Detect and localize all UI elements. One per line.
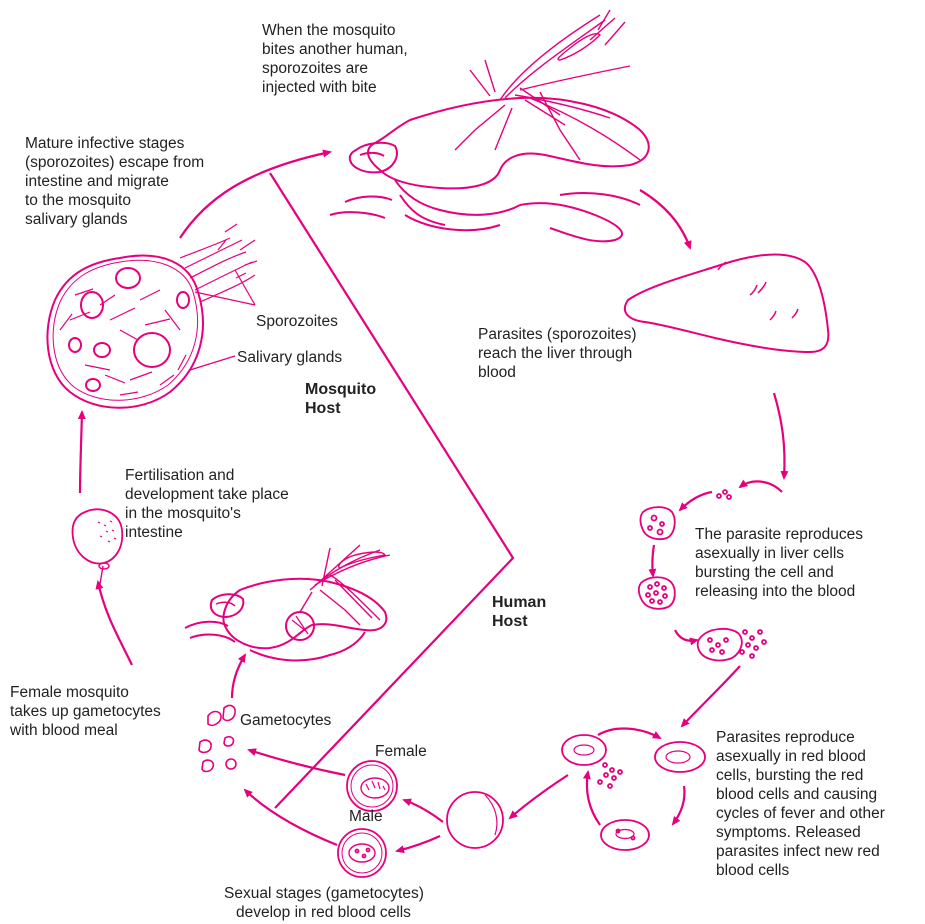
caption-line: bursting the cell and xyxy=(695,563,863,582)
arrow-female-to-gametocytes xyxy=(249,750,345,775)
arrow-female-mosquito-up xyxy=(98,582,132,665)
liver-illustration xyxy=(625,255,828,353)
caption-female-mosquito: Female mosquito takes up gametocytes wit… xyxy=(10,683,161,740)
label-female: Female xyxy=(375,742,427,761)
caption-line: intestine xyxy=(125,523,289,542)
arrow-rbc-right-down xyxy=(673,786,685,824)
host-label-line: Human xyxy=(492,593,546,612)
caption-line: The parasite reproduces xyxy=(695,525,863,544)
arrow-liver-cycle-top xyxy=(740,481,782,492)
arrow-liver-to-rbc xyxy=(682,666,740,726)
caption-sexual-stages: Sexual stages (gametocytes) develop in r… xyxy=(224,884,424,922)
caption-line: Parasites reproduce xyxy=(716,728,885,747)
arrow-gametocytes-to-hand xyxy=(232,655,245,698)
hand-blood-meal-illustration xyxy=(185,545,390,660)
arrow-bite-to-liver xyxy=(640,190,690,248)
caption-rbc-reproduction: Parasites reproduce asexually in red blo… xyxy=(716,728,885,880)
caption-liver: Parasites (sporozoites) reach the liver … xyxy=(478,325,637,382)
caption-line: (sporozoites) escape from xyxy=(25,153,204,172)
caption-line: injected with bite xyxy=(262,78,408,97)
caption-line: develop in red blood cells xyxy=(224,903,424,922)
caption-line: Parasites (sporozoites) xyxy=(478,325,637,344)
arrow-to-female xyxy=(404,800,443,822)
caption-line: bites another human, xyxy=(262,40,408,59)
arrow-liver-cell-down xyxy=(652,545,654,576)
arrow-rbc-to-gametocyte-cell xyxy=(510,775,568,818)
caption-line: Fertilisation and xyxy=(125,466,289,485)
zygote-illustration xyxy=(73,509,123,590)
label-sporozoites: Sporozoites xyxy=(256,312,338,331)
caption-line: releasing into the blood xyxy=(695,582,863,601)
label-human-host: Human Host xyxy=(492,593,546,631)
caption-bite: When the mosquito bites another human, s… xyxy=(262,21,408,97)
host-label-line: Host xyxy=(492,612,546,631)
host-label-line: Host xyxy=(305,399,376,418)
caption-line: asexually in liver cells xyxy=(695,544,863,563)
label-salivary-glands: Salivary glands xyxy=(237,348,342,367)
caption-line: cycles of fever and other xyxy=(716,804,885,823)
caption-line: Female mosquito xyxy=(10,683,161,702)
caption-line: Sexual stages (gametocytes) xyxy=(224,884,424,903)
arrow-intestine-up xyxy=(80,412,82,493)
arrow-to-liver-cell xyxy=(680,492,712,510)
caption-line: sporozoites are xyxy=(262,59,408,78)
arrow-to-male xyxy=(397,836,440,851)
caption-liver-reproduction: The parasite reproduces asexually in liv… xyxy=(695,525,863,601)
caption-line: symptoms. Released xyxy=(716,823,885,842)
caption-line: reach the liver through xyxy=(478,344,637,363)
caption-line: blood cells and causing xyxy=(716,785,885,804)
caption-line: with blood meal xyxy=(10,721,161,740)
caption-line: cells, bursting the red xyxy=(716,766,885,785)
label-male: Male xyxy=(349,807,383,826)
host-label-line: Mosquito xyxy=(305,380,376,399)
caption-line: to the mosquito xyxy=(25,191,204,210)
arrow-male-to-gametocytes xyxy=(245,790,337,845)
caption-line: parasites infect new red xyxy=(716,842,885,861)
caption-line: takes up gametocytes xyxy=(10,702,161,721)
caption-line: development take place xyxy=(125,485,289,504)
caption-line: When the mosquito xyxy=(262,21,408,40)
arrow-liver-to-cells xyxy=(774,393,785,478)
salivary-gland-illustration xyxy=(47,224,257,408)
arrow-to-burst-liver xyxy=(675,630,697,641)
label-gametocytes: Gametocytes xyxy=(240,711,331,730)
caption-line: in the mosquito's xyxy=(125,504,289,523)
caption-line: asexually in red blood xyxy=(716,747,885,766)
caption-line: Mature infective stages xyxy=(25,134,204,153)
caption-line: blood xyxy=(478,363,637,382)
free-gametocytes xyxy=(199,706,236,772)
label-mosquito-host: Mosquito Host xyxy=(305,380,376,418)
caption-mature-stages: Mature infective stages (sporozoites) es… xyxy=(25,134,204,229)
caption-line: salivary glands xyxy=(25,210,204,229)
caption-line: intestine and migrate xyxy=(25,172,204,191)
caption-line: blood cells xyxy=(716,861,885,880)
arrow-rbc-top xyxy=(598,729,660,738)
caption-fertilisation: Fertilisation and development take place… xyxy=(125,466,289,542)
